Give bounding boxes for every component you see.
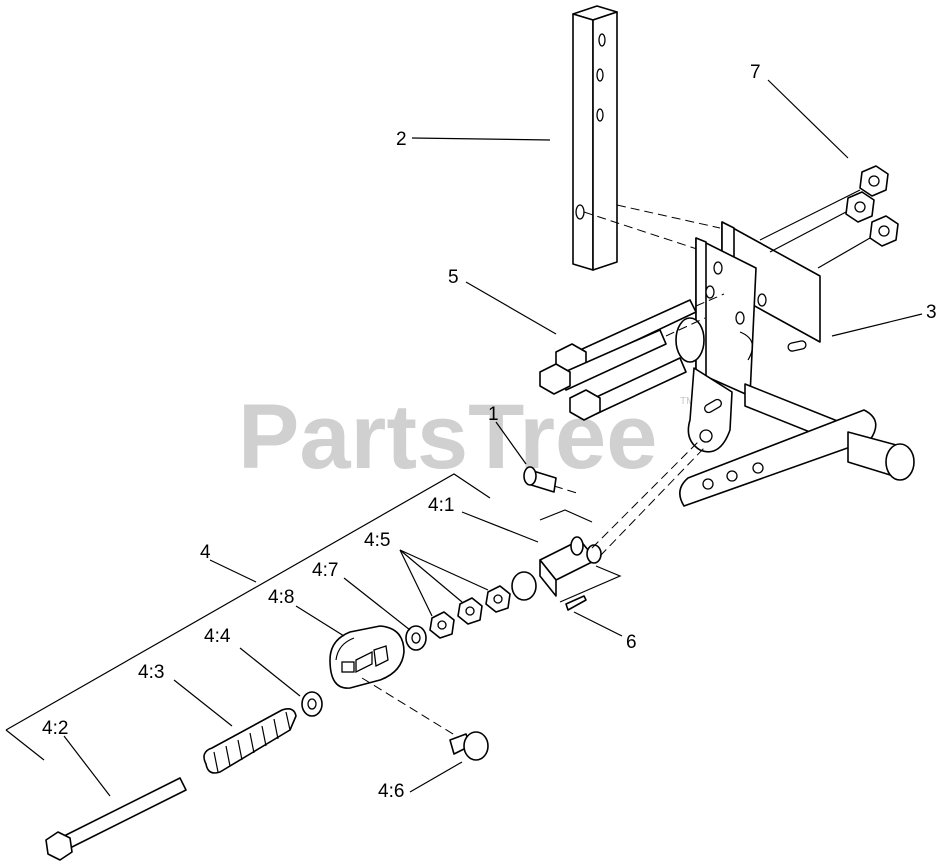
part-4-3-spring[interactable]	[203, 708, 297, 774]
callout-6[interactable]: 6	[626, 632, 637, 653]
callout-4-7[interactable]: 4:7	[312, 560, 338, 581]
part-6-cotter-pin[interactable]	[565, 595, 587, 611]
part-4-7-washer[interactable]	[405, 625, 427, 651]
part-4-1-clevis[interactable]	[511, 536, 602, 601]
callout-4-1[interactable]: 4:1	[428, 495, 454, 516]
callout-7[interactable]: 7	[750, 62, 761, 83]
part-2-square-tube[interactable]	[572, 5, 618, 271]
part-5-bolts[interactable]	[539, 299, 697, 421]
part-4-4-spacer[interactable]	[301, 691, 323, 717]
leader-lines	[63, 79, 923, 797]
callout-4-2[interactable]: 4:2	[42, 718, 68, 739]
callout-4-3[interactable]: 4:3	[138, 662, 164, 683]
callout-4-5[interactable]: 4:5	[364, 530, 390, 551]
part-4-5-nuts[interactable]	[429, 585, 511, 639]
callout-2[interactable]: 2	[396, 129, 407, 150]
callout-4[interactable]: 4	[200, 542, 211, 563]
callout-4-6[interactable]: 4:6	[378, 781, 404, 802]
part-4-6-carriage-bolt[interactable]	[449, 731, 489, 761]
part-1-pin[interactable]	[523, 466, 557, 493]
callout-3[interactable]: 3	[926, 302, 937, 323]
callout-4-4[interactable]: 4:4	[204, 626, 231, 647]
watermark-trademark: TM	[680, 396, 694, 407]
part-4-8-cam-plate[interactable]	[329, 625, 405, 689]
callout-4-8[interactable]: 4:8	[268, 587, 294, 608]
part-4-assembly-bracket	[5, 473, 491, 731]
part-3-bracket[interactable]	[675, 221, 915, 507]
part-7-nuts[interactable]	[845, 165, 899, 247]
assembly-line-tube	[583, 211, 701, 251]
callout-5[interactable]: 5	[448, 267, 459, 288]
part-4-2-bolt[interactable]	[45, 777, 187, 861]
callout-1[interactable]: 1	[488, 404, 499, 425]
